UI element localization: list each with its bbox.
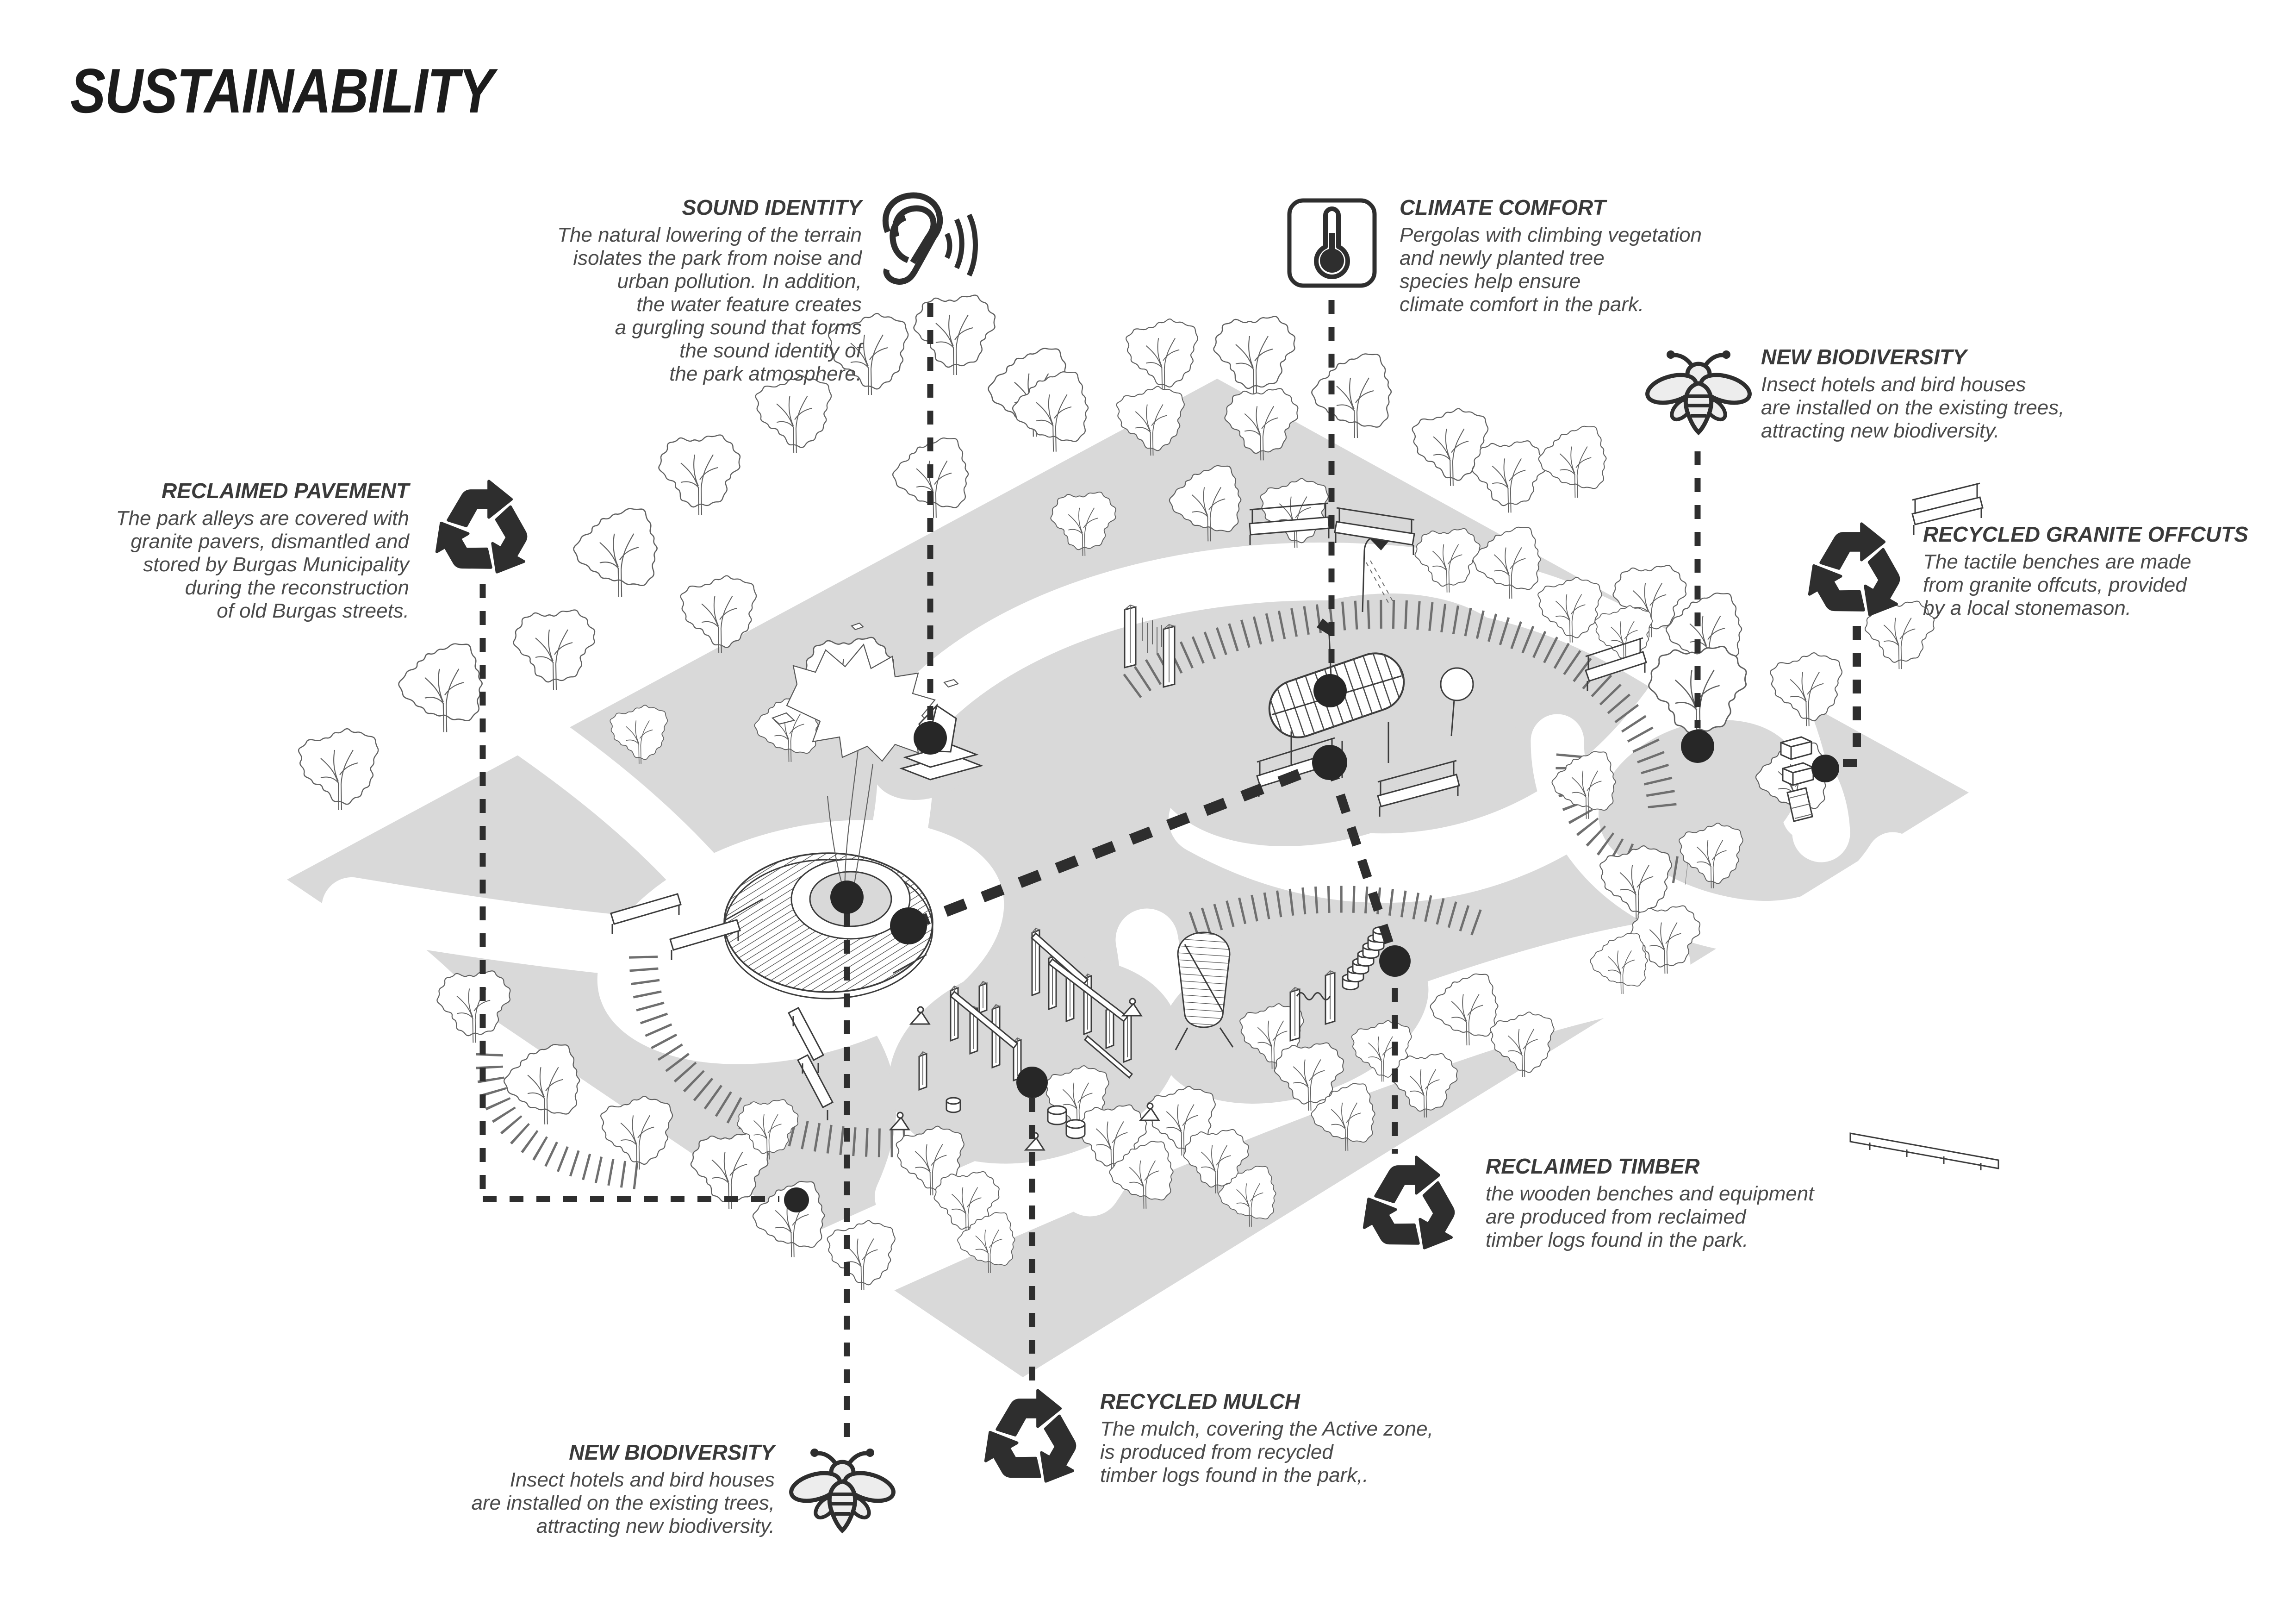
annotation-body: Pergolas with climbing vegetation and ne… [1400, 224, 1702, 316]
annotation-title: RECLAIMED TIMBER [1486, 1154, 1700, 1178]
annotation-body: Insect hotels and bird houses are instal… [471, 1468, 775, 1537]
annotation-title: NEW BIODIVERSITY [569, 1440, 775, 1464]
playground [889, 927, 1160, 1151]
recycle-icon-timber [1353, 1157, 1471, 1262]
annotation-climate-comfort: CLIMATE COMFORT Pergolas with climbing v… [1400, 194, 1816, 316]
annotation-recycled-granite-offcuts: RECYCLED GRANITE OFFCUTS The tactile ben… [1923, 521, 2293, 620]
map-dots [784, 674, 1839, 1212]
connector-pavilion-timber [1325, 761, 1400, 963]
annotation-reclaimed-pavement: RECLAIMED PAVEMENT The park alleys are c… [39, 477, 409, 623]
map-dot [1016, 1067, 1048, 1098]
annotation-body: The natural lowering of the terrain isol… [557, 224, 862, 385]
ear-icon [882, 192, 978, 285]
recycle-icon-mulch [974, 1390, 1093, 1496]
annotation-title: SOUND IDENTITY [682, 195, 862, 219]
page-title: SUSTAINABILITY [70, 56, 494, 126]
annotation-title: NEW BIODIVERSITY [1761, 345, 1967, 369]
connector-granite-offcuts [1842, 626, 1861, 767]
recycle-icon-pavement [425, 481, 544, 587]
tree [1126, 319, 1199, 393]
park-equipment [1124, 532, 1474, 1042]
annotation-reclaimed-timber: RECLAIMED TIMBER the wooden benches and … [1486, 1153, 1948, 1252]
annotation-body: the wooden benches and equipment are pro… [1486, 1182, 1814, 1251]
bee-icon [1645, 350, 1752, 436]
annotation-new-biodiversity-left: NEW BIODIVERSITY Insect hotels and bird … [358, 1439, 775, 1538]
annotation-title: RECYCLED GRANITE OFFCUTS [1923, 522, 2248, 546]
tree [573, 508, 658, 598]
annotation-body: The mulch, covering the Active zone, is … [1100, 1418, 1433, 1487]
connector-fountain-pavilion [906, 757, 1332, 931]
tree [1538, 425, 1607, 499]
tree [658, 434, 741, 516]
annotation-body: The park alleys are covered with granite… [116, 507, 409, 622]
annotation-body: The tactile benches are made from granit… [1923, 550, 2191, 619]
tree [1311, 353, 1392, 439]
annotation-new-biodiversity-right: NEW BIODIVERSITY Insect hotels and bird … [1761, 344, 2270, 443]
map-dot [1313, 674, 1347, 707]
map-dot [784, 1187, 809, 1212]
annotation-title: RECLAIMED PAVEMENT [162, 479, 409, 503]
annotation-sound-identity: SOUND IDENTITY The natural lowering of t… [445, 194, 862, 386]
tree [913, 294, 996, 376]
map-dot [1379, 945, 1411, 977]
tree [755, 375, 832, 454]
bee-icon [788, 1449, 897, 1530]
tree [513, 609, 596, 691]
annotation-title: RECYCLED MULCH [1100, 1389, 1300, 1413]
connectors [479, 300, 1861, 1439]
annotation-title: CLIMATE COMFORT [1400, 195, 1606, 219]
thermometer-icon [1287, 198, 1377, 288]
map-dot [1681, 730, 1714, 763]
map-dot [830, 881, 864, 914]
tree [600, 1096, 673, 1170]
annotation-recycled-mulch: RECYCLED MULCH The mulch, covering the A… [1100, 1388, 1563, 1487]
tree [398, 643, 483, 733]
benches [610, 482, 1999, 1170]
cone-structure [1175, 931, 1234, 1050]
map-dot [914, 721, 947, 755]
connector-reclaimed-pavement [479, 584, 779, 1202]
tree [298, 728, 379, 811]
annotation-body: Insect hotels and bird houses are instal… [1761, 373, 2065, 442]
tree [1472, 440, 1546, 513]
map-dot [1811, 755, 1839, 782]
map-dot [1312, 745, 1347, 780]
map-dot [890, 907, 927, 944]
